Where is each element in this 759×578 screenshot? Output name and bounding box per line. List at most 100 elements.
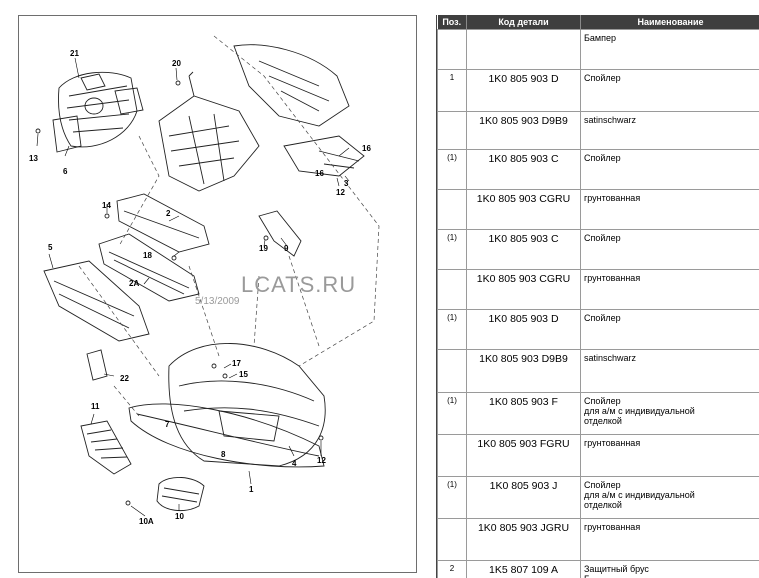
callout-5: 5: [48, 243, 53, 252]
callout-17: 17: [232, 359, 241, 368]
part-code[interactable]: 1K0 805 903 FGRU: [466, 434, 581, 477]
part-position: (1): [437, 392, 467, 435]
part-code[interactable]: 1K0 805 903 D9B9: [466, 111, 581, 150]
part-position: [437, 349, 467, 393]
callout-2: 2: [166, 209, 171, 218]
part-position: [437, 29, 467, 70]
part-name: Спойлер: [580, 229, 759, 270]
part-position: [437, 189, 467, 230]
part-position: (1): [437, 309, 467, 350]
part-position: 1: [437, 69, 467, 112]
callout-11: 11: [91, 402, 100, 411]
part-name: грунтованная: [580, 269, 759, 310]
callout-20: 20: [172, 59, 181, 68]
part-name: грунтованная: [580, 189, 759, 230]
callout-10: 10: [175, 512, 184, 521]
fog-light-grille: [156, 477, 205, 512]
part-name: satinschwarz: [580, 111, 759, 150]
part-name: Спойлер: [580, 69, 759, 112]
callout-1: 1: [249, 485, 254, 494]
callout-12b: 12: [317, 456, 326, 465]
callout-16b: 16: [315, 169, 324, 178]
callout-3: 3: [344, 179, 349, 188]
watermark-date: 5/13/2009: [195, 296, 240, 307]
callout-21: 21: [70, 49, 79, 58]
callout-19: 19: [259, 244, 268, 253]
part-code[interactable]: 1K0 805 903 C: [466, 229, 581, 270]
callout-10a: 10A: [139, 517, 154, 526]
callout-14: 14: [102, 201, 111, 210]
part-code[interactable]: 1K0 805 903 D: [466, 69, 581, 112]
radiator-support: [158, 95, 260, 192]
callout-7: 7: [165, 420, 170, 429]
callout-18: 18: [143, 251, 152, 260]
part-name: Спойлер для а/м с индивидуальной отделко…: [580, 476, 759, 519]
part-code[interactable]: 1K0 805 903 J: [466, 476, 581, 519]
part-position: (1): [437, 149, 467, 190]
side-grille: [80, 420, 132, 475]
callout-2a: 2A: [129, 279, 140, 288]
part-position: 2: [437, 560, 467, 578]
part-code[interactable]: 1K0 805 903 C: [466, 149, 581, 190]
part-code[interactable]: 1K0 805 903 CGRU: [466, 189, 581, 230]
callout-15: 15: [239, 370, 248, 379]
part-code[interactable]: 1K0 805 903 CGRU: [466, 269, 581, 310]
part-name: Спойлер: [580, 149, 759, 190]
part-name: satinschwarz: [580, 349, 759, 393]
part-code[interactable]: 1K0 805 903 JGRU: [466, 518, 581, 561]
callout-12: 12: [336, 188, 345, 197]
callout-4: 4: [292, 459, 297, 468]
part-position: [437, 269, 467, 310]
part-position: (1): [437, 476, 467, 519]
part-name: Защитный брус Б...: [580, 560, 759, 578]
part-code[interactable]: 1K5 807 109 A: [466, 560, 581, 578]
part-position: [437, 518, 467, 561]
license-plate-bracket: [52, 115, 82, 153]
parts-diagram: 21 20 6 13 14 2 19 9 16 3 12 18 5 2A 17 …: [18, 15, 417, 573]
part-position: [437, 434, 467, 477]
exploded-view-drawing: [35, 35, 380, 517]
callout-8: 8: [221, 450, 226, 459]
spoiler-part: [43, 260, 150, 342]
part-name: Спойлер для а/м с индивидуальной отделко…: [580, 392, 759, 435]
callout-13: 13: [29, 154, 38, 163]
bumper-cover: [168, 343, 326, 467]
table-row[interactable]: Бампер: [437, 29, 759, 70]
callout-9: 9: [284, 244, 289, 253]
part-code[interactable]: 1K0 805 903 F: [466, 392, 581, 435]
header-code: Код детали: [466, 15, 581, 30]
part-name: грунтованная: [580, 518, 759, 561]
grille-part: [58, 71, 138, 148]
header-pos: Поз.: [437, 15, 467, 30]
watermark: LCATS.RU: [241, 272, 357, 297]
callout-6: 6: [63, 167, 68, 176]
callout-16: 16: [362, 144, 371, 153]
part-name: Бампер: [580, 29, 759, 70]
engine-bay-structure: [233, 44, 350, 127]
part-code[interactable]: 1K0 805 903 D: [466, 309, 581, 350]
callout-22: 22: [120, 374, 129, 383]
part-position: (1): [437, 229, 467, 270]
impact-bar: [116, 193, 210, 253]
energy-absorber: [98, 233, 200, 302]
header-name: Наименование: [580, 15, 759, 30]
part-name: грунтованная: [580, 434, 759, 477]
part-code[interactable]: [466, 29, 581, 70]
part-code[interactable]: 1K0 805 903 D9B9: [466, 349, 581, 393]
part-position: [437, 111, 467, 150]
